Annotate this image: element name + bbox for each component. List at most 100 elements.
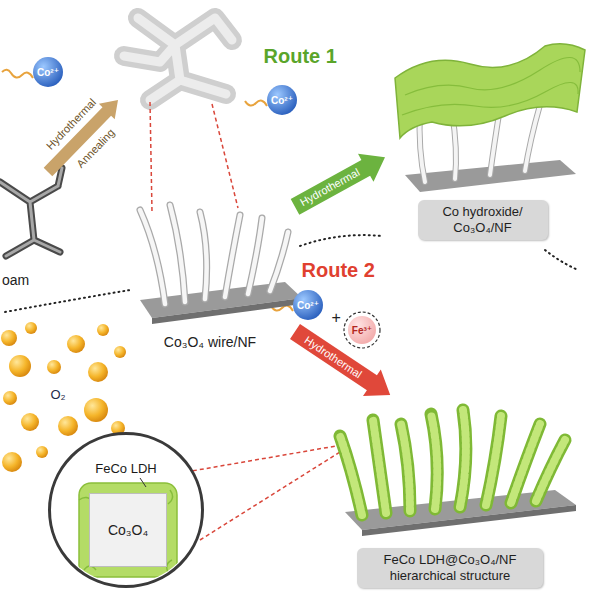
route-label: Route 2 [302,259,375,282]
art-circle [67,335,85,353]
art-circle [58,416,78,436]
gas-label: O₂ [51,387,66,402]
ion-label: Fe³⁺ [348,316,376,344]
art-path [200,212,207,299]
art-path [340,436,362,515]
route-arrow [290,324,390,396]
node-text: FeCo LDH [95,461,156,477]
ion-label: Co²⁺ [293,290,323,320]
art-g [340,410,565,515]
art-path [170,205,185,302]
plus-sign: + [332,309,341,327]
art-path [525,105,540,171]
art-path [150,102,152,212]
art-path [486,416,501,505]
art-g [140,205,288,304]
inset-circle: FeCo LDH Co₃O₄ [48,432,204,588]
inset-section [50,434,202,586]
art-path [460,410,466,507]
art-g [340,410,565,515]
art-polygon [362,505,576,536]
wire-node: Co₃O₄ wire/NF [125,160,295,355]
art-path [486,416,501,505]
art-path [225,215,240,297]
art-circle [1,330,17,346]
node-text: Co hydroxide/ Co₃O₄/NF [418,200,548,240]
art-path [340,436,362,515]
arrow-label: Hydrothermal [298,166,362,209]
oxygen-bubbles [1,322,126,472]
art-g [340,410,565,515]
art-path [124,18,232,100]
art-path [140,478,146,487]
art-path [200,452,340,540]
hierarchical-wires [340,410,576,536]
art-path [431,414,437,509]
art-g [140,205,288,304]
skeleton [124,18,232,100]
art-rect [79,483,177,577]
ion-curls [2,70,293,311]
ion-label: Co²⁺ [33,57,63,87]
art-path [545,250,578,270]
art-path [401,424,410,511]
art-circle [3,391,17,405]
art-g [79,483,177,577]
art-path [225,215,240,297]
art-circle [2,452,22,472]
art-circle [21,413,39,431]
art-circle [9,355,31,377]
art-circle [50,434,202,586]
art-path [170,205,185,302]
node-text: FeCo LDH@Co₃O₄/NF hierarchical structure [357,548,543,588]
foam-node: oam [0,165,66,295]
node-text: Co₃O₄ [108,522,148,539]
art-g [402,57,580,115]
art-circle [36,446,48,458]
art-path [270,232,288,291]
fe-ring [344,312,380,348]
art-path [536,440,565,501]
foam-struts [0,168,62,256]
art-polygon [152,298,302,324]
art-path [402,82,578,115]
art-path [140,210,165,304]
process-label: Annealing [74,126,117,170]
dotted-guides [5,235,578,312]
art-circle [84,398,108,422]
art-path [373,420,386,513]
art-path [401,424,410,511]
node-text: Co₃O₄ wire/NF [164,334,256,351]
art-path [270,232,288,291]
hierarchical-node: FeCo LDH@Co₃O₄/NF hierarchical structure [320,395,580,591]
node-text: oam [2,272,29,289]
art-path [525,105,540,171]
wire-array [140,205,302,324]
art-circle [97,324,109,336]
art-path [405,57,580,95]
core-square: Co₃O₄ [89,493,167,567]
art-path [0,168,62,256]
art-path [124,18,232,100]
art-path [300,235,382,246]
art-path [373,420,386,513]
hydroxide-sheet [395,44,585,192]
art-circle [88,362,108,382]
art-path [0,168,62,256]
art-path [536,440,565,501]
art-path [200,212,207,299]
art-path [5,290,130,312]
art-circle [114,346,126,358]
art-path [460,410,466,507]
route-arrow [291,154,385,215]
route-label: Route 1 [264,45,337,68]
art-g [140,205,288,304]
art-circle [25,322,37,334]
hydroxide-node: Co hydroxide/ Co₃O₄/NF [385,30,580,242]
art-path [140,210,165,304]
ion-label: Co²⁺ [267,85,297,115]
art-circle [47,360,61,374]
art-path [2,70,33,78]
art-path [395,44,585,138]
